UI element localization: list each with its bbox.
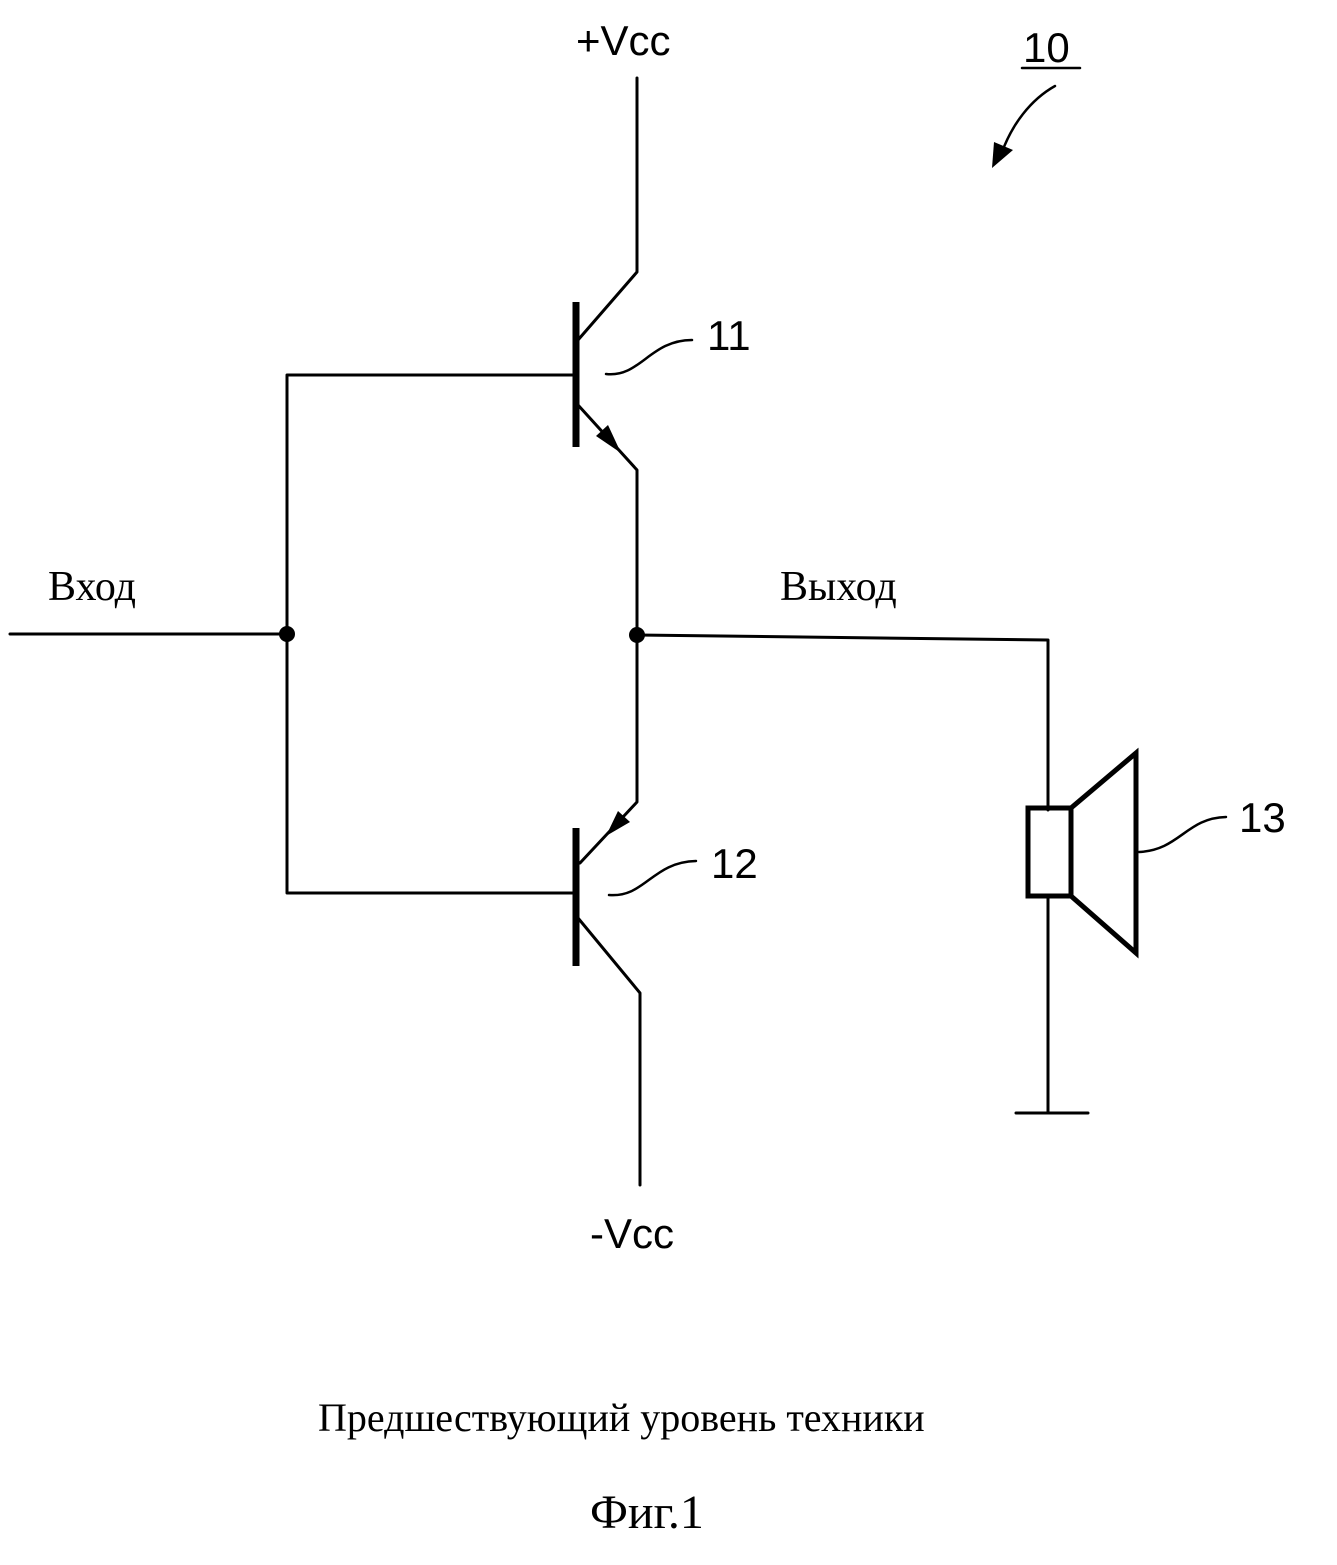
output-label: Выход xyxy=(780,564,897,610)
npn-transistor-icon xyxy=(576,302,637,635)
transistor-12-leader xyxy=(609,861,696,895)
supply-positive-label: +Vcc xyxy=(576,17,671,64)
base-feed-wire xyxy=(287,375,576,893)
speaker-icon xyxy=(1028,753,1136,953)
speaker-ref: 13 xyxy=(1239,794,1286,841)
output-to-transistor-12-wire xyxy=(580,635,637,863)
figure-ref-number: 10 xyxy=(1023,24,1070,71)
figure-label: Фиг.1 xyxy=(590,1486,704,1539)
transistor-11-ref: 11 xyxy=(707,312,751,359)
transistor-12-ref: 12 xyxy=(711,840,758,887)
input-junction-dot xyxy=(279,626,295,642)
input-label: Вход xyxy=(48,564,136,610)
figure-ref-pointer xyxy=(1002,86,1055,152)
figure-ref-pointer-arrowhead xyxy=(992,142,1013,168)
speaker-cone xyxy=(1071,753,1136,953)
pnp-transistor-icon xyxy=(576,828,640,1185)
speaker-leader xyxy=(1139,817,1226,852)
speaker-magnet xyxy=(1028,808,1071,896)
figure-caption: Предшествующий уровень техники xyxy=(318,1395,925,1440)
output-wire xyxy=(637,635,1048,810)
supply-negative-label: -Vcc xyxy=(590,1210,674,1257)
transistor-11-leader xyxy=(606,340,692,374)
transistor-12-collector xyxy=(578,918,640,1185)
positive-supply-wire xyxy=(578,78,637,340)
